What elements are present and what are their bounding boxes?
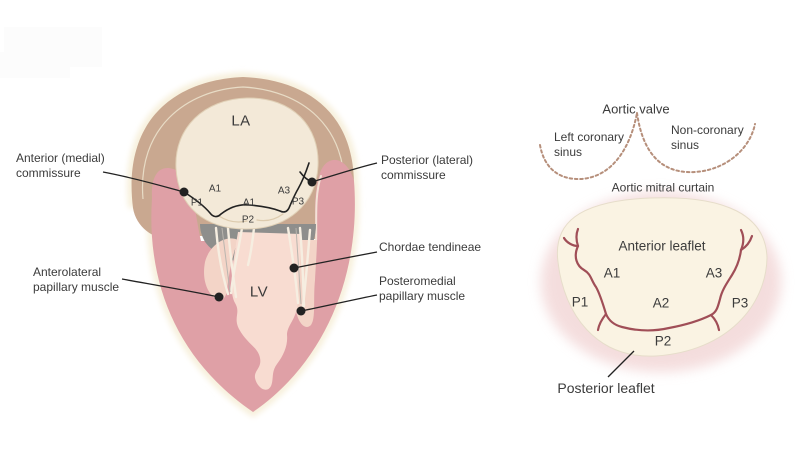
column-highlight — [315, 175, 322, 244]
anterior-commissure-label: Anterior (medial) commissure — [16, 151, 105, 181]
chordae-tendineae-label: Chordae tendineae — [379, 240, 482, 254]
valve-leaflet-face — [556, 197, 768, 357]
segment-a2-right: A2 — [652, 295, 670, 311]
segment-a1-right: A1 — [603, 265, 621, 281]
segment-p1-left: P1 — [190, 197, 204, 209]
aortic-valve-label: Aortic valve — [602, 101, 670, 117]
callout-leader-lines — [102, 162, 378, 312]
segment-mid-left: A1 — [242, 197, 256, 209]
ventricular-septum-shape — [231, 232, 301, 390]
chordae-strands-thin — [221, 227, 302, 305]
left-atrium-inner-outline — [141, 86, 345, 200]
watermark-smudge — [0, 27, 102, 78]
valve-view-artwork — [539, 112, 781, 378]
posteromedial-papillary-label: Posteromedial papillary muscle — [379, 274, 466, 304]
coaptation-line-red — [562, 227, 754, 332]
segment-p2-right: P2 — [654, 333, 672, 349]
segment-p1-right: P1 — [571, 294, 589, 310]
segment-a1-left: A1 — [208, 183, 222, 195]
non-coronary-sinus-label: Non-coronary sinus — [671, 123, 744, 153]
aortic-mitral-curtain-label: Aortic mitral curtain — [611, 180, 715, 195]
lv-chamber-label: LV — [249, 283, 269, 301]
posterior-leaflet-label: Posterior leaflet — [557, 380, 655, 397]
aortic-sinus-arcs — [539, 112, 756, 181]
anterior-leaflet-label: Anterior leaflet — [618, 238, 706, 254]
anterolateral-papillary-label: Anterolateral papillary muscle — [33, 265, 120, 295]
posterior-commissure-label: Posterior (lateral) commissure — [381, 153, 474, 183]
left-coronary-sinus-label: Left coronary sinus — [554, 130, 625, 160]
segment-p2-left: P2 — [241, 214, 255, 226]
segment-p3-left: P3 — [291, 196, 305, 208]
cross-section-artwork — [102, 72, 378, 418]
segment-a3-right: A3 — [705, 265, 723, 281]
segment-p3-right: P3 — [731, 295, 749, 311]
mitral-valve-face — [175, 97, 319, 230]
anterolateral-papillary-dot — [214, 292, 224, 302]
posterior-leaflet-leader-line — [607, 350, 635, 378]
chordae-dot — [289, 263, 299, 273]
la-chamber-label: LA — [231, 112, 251, 130]
posteromedial-papillary-dot — [296, 306, 306, 316]
segment-a3-left: A3 — [277, 185, 291, 197]
leaflet-shading — [218, 213, 284, 223]
